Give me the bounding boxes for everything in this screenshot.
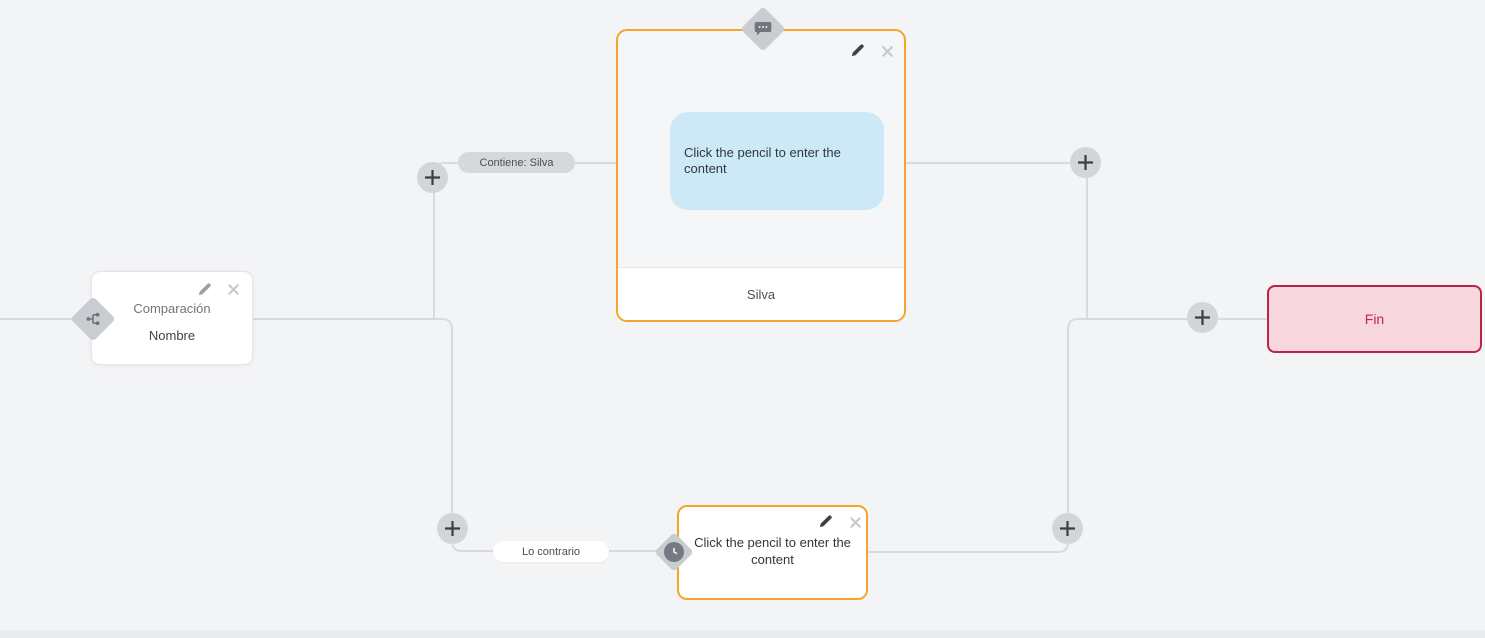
- edge-message-to-end: [906, 162, 1088, 318]
- plus-icon: [1060, 521, 1075, 536]
- edge-otherwise-branch: [253, 318, 676, 552]
- message-node[interactable]: Click the pencil to enter the content Si…: [616, 29, 906, 322]
- add-node-button[interactable]: [1052, 513, 1083, 544]
- edge-contains-branch: [433, 162, 616, 319]
- close-icon[interactable]: [848, 515, 863, 530]
- pencil-icon[interactable]: [818, 514, 833, 529]
- comparison-node[interactable]: Comparación Nombre: [91, 271, 253, 365]
- plus-icon: [445, 521, 460, 536]
- plus-icon: [1078, 155, 1093, 170]
- add-node-button[interactable]: [417, 162, 448, 193]
- clock-icon: [664, 542, 684, 562]
- message-node-type-badge: [740, 6, 786, 52]
- hierarchy-icon: [86, 312, 100, 326]
- plus-icon: [1195, 310, 1210, 325]
- delay-node-type-badge: [654, 532, 694, 572]
- message-placeholder-text: Click the pencil to enter the content: [684, 144, 841, 176]
- edge-label-otherwise-text: Lo contrario: [521, 545, 581, 558]
- delay-placeholder-text: Click the pencil to enter the content: [694, 535, 851, 567]
- delay-node[interactable]: Click the pencil to enter the content: [677, 505, 868, 600]
- edge-label-contains: Contiene: Silva: [458, 152, 575, 173]
- edge-label-otherwise: Lo contrario: [493, 541, 609, 562]
- close-icon[interactable]: [880, 44, 895, 59]
- edge-label-contains-text: Contiene: Silva: [479, 156, 554, 169]
- add-node-button[interactable]: [1187, 302, 1218, 333]
- message-node-footer: Silva: [618, 267, 904, 320]
- end-node[interactable]: Fin: [1267, 285, 1482, 353]
- comparison-node-subtitle: Nombre: [148, 328, 196, 343]
- plus-icon: [425, 170, 440, 185]
- comparison-node-type-badge: [70, 296, 116, 342]
- edge-delay-to-end: [868, 318, 1268, 553]
- add-node-button[interactable]: [1070, 147, 1101, 178]
- comparison-node-title: Comparación: [133, 301, 211, 316]
- add-node-button[interactable]: [437, 513, 468, 544]
- pencil-icon[interactable]: [850, 43, 865, 58]
- message-node-name: Silva: [746, 286, 776, 302]
- pencil-icon[interactable]: [197, 282, 212, 297]
- canvas-bottom-edge: [0, 630, 1485, 638]
- message-preview-bubble: Click the pencil to enter the content: [670, 112, 884, 210]
- chat-icon: [754, 22, 772, 36]
- end-node-label: Fin: [1364, 311, 1385, 327]
- close-icon[interactable]: [226, 282, 241, 297]
